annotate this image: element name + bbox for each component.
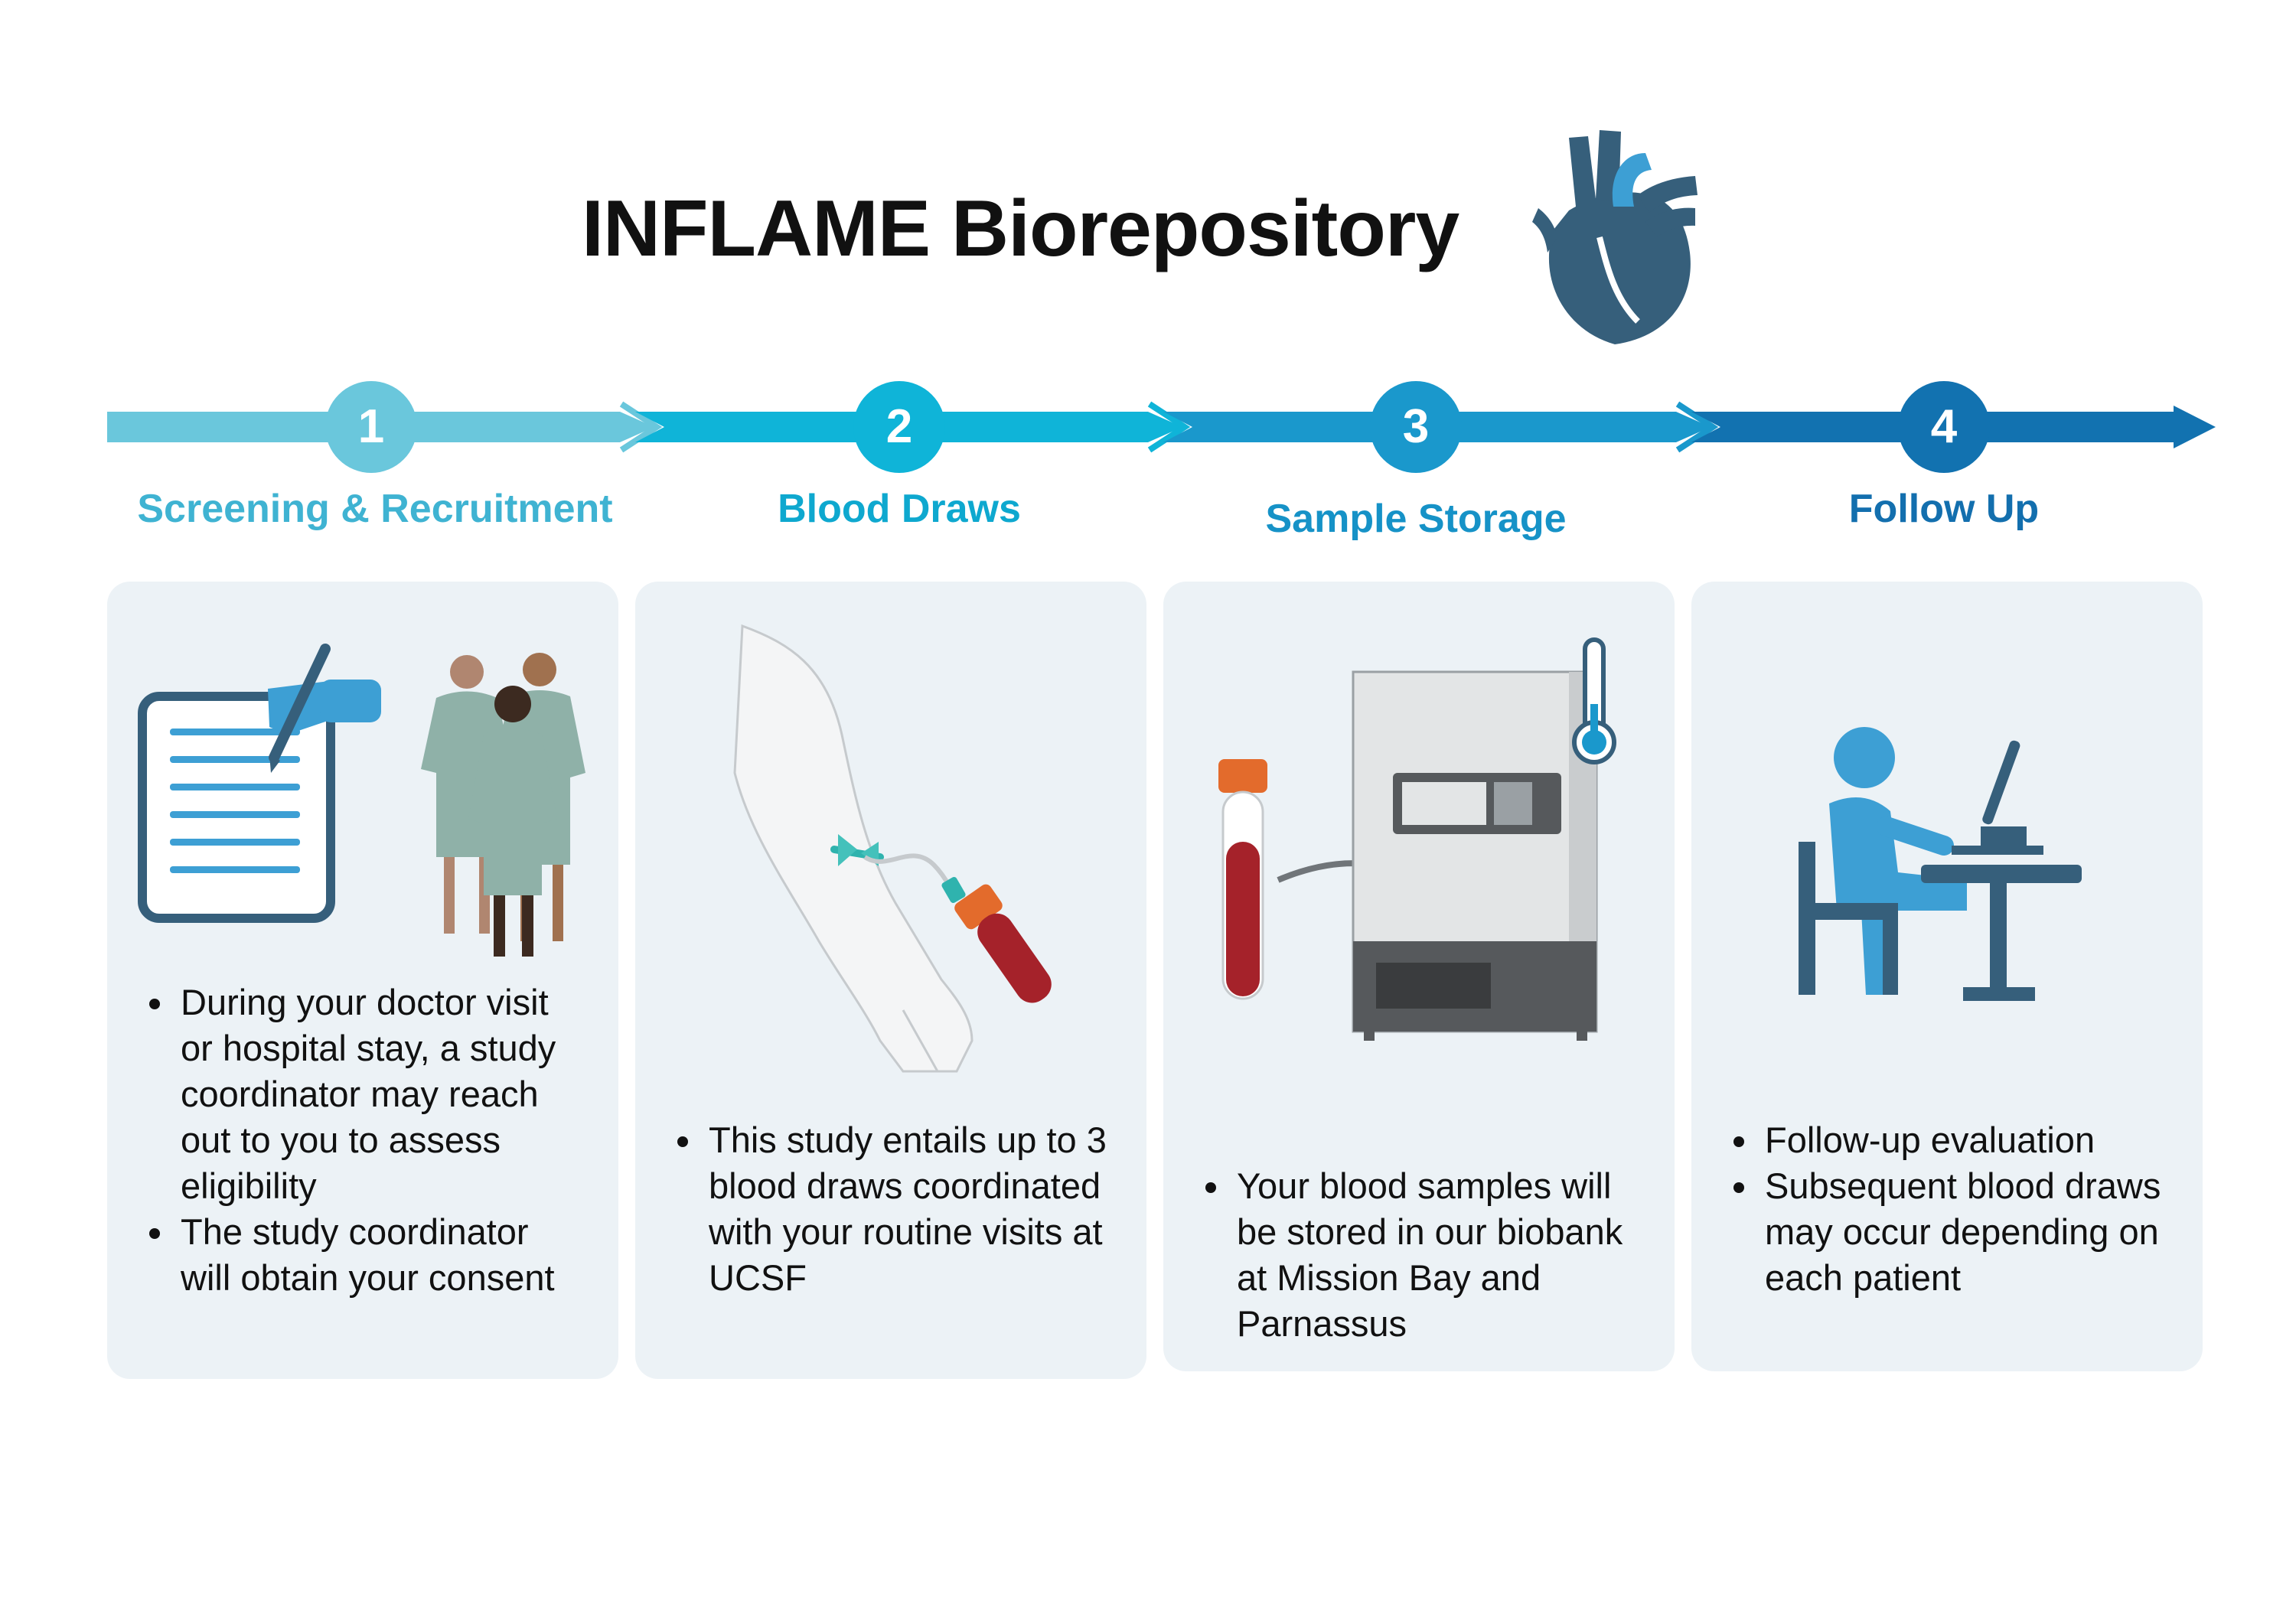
page-title: INFLAME Biorepository <box>582 184 1459 273</box>
blood-tube-icon <box>1218 759 1267 1000</box>
patients-icon <box>421 653 585 957</box>
card-blood-draws: This study entails up to 3 blood draws c… <box>635 582 1146 1379</box>
blood-draw-illustration <box>733 624 1052 1073</box>
blood-draw-bullets: This study entails up to 3 blood draws c… <box>666 1117 1116 1301</box>
freezer-icon <box>1352 670 1598 1041</box>
heart-icon <box>1532 130 1698 344</box>
card-screening: During your doctor visit or hospital sta… <box>107 582 618 1379</box>
step-label-1: Screening & Recruitment <box>137 487 613 531</box>
card-follow-up: Follow-up evaluation Subsequent blood dr… <box>1691 582 2203 1371</box>
step-label-2: Blood Draws <box>778 487 1021 531</box>
blood-tube-icon <box>954 884 1052 1003</box>
step-marker-3: 3 <box>1370 381 1462 473</box>
card-sample-storage: Your blood samples will be stored in our… <box>1163 582 1675 1371</box>
follow-up-illustration <box>1799 727 2082 1001</box>
step-number-3: 3 <box>1403 400 1429 453</box>
person-at-computer-icon <box>1799 727 2082 1001</box>
thermometer-icon <box>1572 637 1616 764</box>
step-label-3: Sample Storage <box>1265 497 1567 541</box>
bullet-item: During your doctor visit or hospital sta… <box>176 980 588 1209</box>
clipboard-icon <box>138 644 381 923</box>
bullet-item: Follow-up evaluation <box>1760 1117 2172 1163</box>
bullet-item: Subsequent blood draws may occur dependi… <box>1760 1163 2172 1301</box>
step-number-4: 4 <box>1931 400 1958 453</box>
bullet-item: The study coordinator will obtain your c… <box>176 1209 588 1301</box>
screening-illustration <box>138 644 585 957</box>
storage-bullets: Your blood samples will be stored in our… <box>1194 1163 1644 1347</box>
storage-illustration <box>1218 637 1616 1041</box>
bullet-item: Your blood samples will be stored in our… <box>1232 1163 1644 1347</box>
follow-up-bullets: Follow-up evaluation Subsequent blood dr… <box>1722 1117 2172 1301</box>
step-label-4: Follow Up <box>1848 487 2040 531</box>
screening-bullets: During your doctor visit or hospital sta… <box>138 980 588 1301</box>
step-marker-4: 4 <box>1898 381 1990 473</box>
timeline: 1 2 3 4 <box>107 381 2216 473</box>
step-marker-1: 1 <box>325 381 417 473</box>
bullet-item: This study entails up to 3 blood draws c… <box>704 1117 1116 1301</box>
step-number-2: 2 <box>886 400 912 453</box>
arm-blood-draw-icon <box>733 624 974 1073</box>
step-number-1: 1 <box>358 400 384 453</box>
step-marker-2: 2 <box>853 381 945 473</box>
